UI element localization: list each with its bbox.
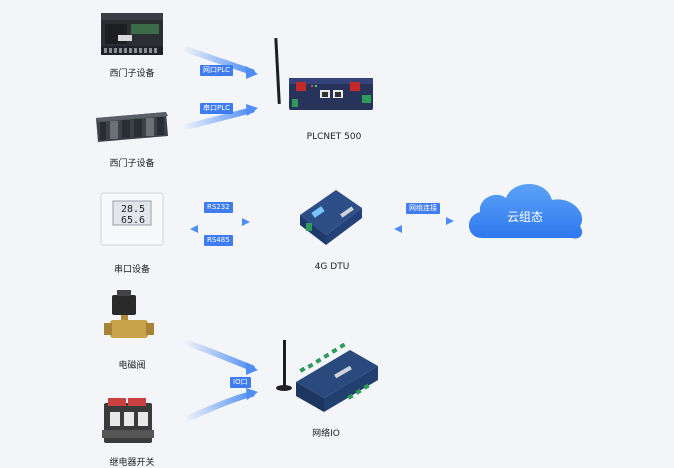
4g-dtu-icon bbox=[300, 190, 362, 245]
tag-rs485: RS485 bbox=[204, 235, 233, 246]
arrow-head-network-out bbox=[446, 217, 454, 225]
arrow-head-rs232 bbox=[242, 218, 250, 226]
tag-serial-plc: 串口PLC bbox=[200, 103, 234, 114]
arrow-head-serial-plc bbox=[246, 104, 258, 116]
tag-net-plc: 网口PLC bbox=[200, 65, 234, 76]
network-io-label: 网络IO bbox=[312, 429, 340, 439]
cloud-icon bbox=[468, 184, 583, 239]
siemens-device-label-2: 西门子设备 bbox=[109, 159, 155, 169]
arrow-head-rs485 bbox=[190, 225, 198, 233]
temp-humidity-sensor-icon: 28.5 65.6 bbox=[100, 192, 164, 246]
solenoid-label: 电磁阀 bbox=[118, 361, 146, 371]
relay-label: 继电器开关 bbox=[109, 458, 155, 468]
arrow-head-io-upper bbox=[246, 362, 258, 375]
relay-switch-icon bbox=[102, 398, 154, 443]
plcnet-gateway-icon bbox=[274, 37, 373, 110]
siemens-rack-icon bbox=[96, 112, 168, 142]
arrow-head-net-plc bbox=[246, 66, 258, 79]
serial-device-label: 串口设备 bbox=[113, 265, 150, 275]
arrow-head-network-in bbox=[394, 225, 402, 233]
tag-rs232: RS232 bbox=[204, 202, 233, 213]
humidity-reading: 65.6 bbox=[121, 215, 145, 226]
temp-reading: 28.5 bbox=[121, 204, 145, 215]
arrow-io-lower bbox=[181, 391, 255, 423]
network-io-module-icon bbox=[276, 340, 378, 412]
arrow-head-io-lower bbox=[246, 388, 258, 400]
siemens-plc-icon bbox=[101, 13, 163, 55]
tag-io: IO口 bbox=[230, 377, 251, 388]
tag-network: 网络连接 bbox=[406, 203, 440, 214]
arrow-io-upper bbox=[181, 339, 255, 371]
dtu-label: 4G DTU bbox=[314, 262, 350, 272]
arrow-serial-plc bbox=[179, 107, 255, 131]
plcnet-label: PLCNET 500 bbox=[306, 132, 362, 142]
arrow-net-plc bbox=[179, 45, 255, 75]
cloud-label: 云组态 bbox=[506, 210, 543, 224]
siemens-device-label-1: 西门子设备 bbox=[109, 69, 155, 79]
solenoid-valve-icon bbox=[104, 290, 154, 338]
